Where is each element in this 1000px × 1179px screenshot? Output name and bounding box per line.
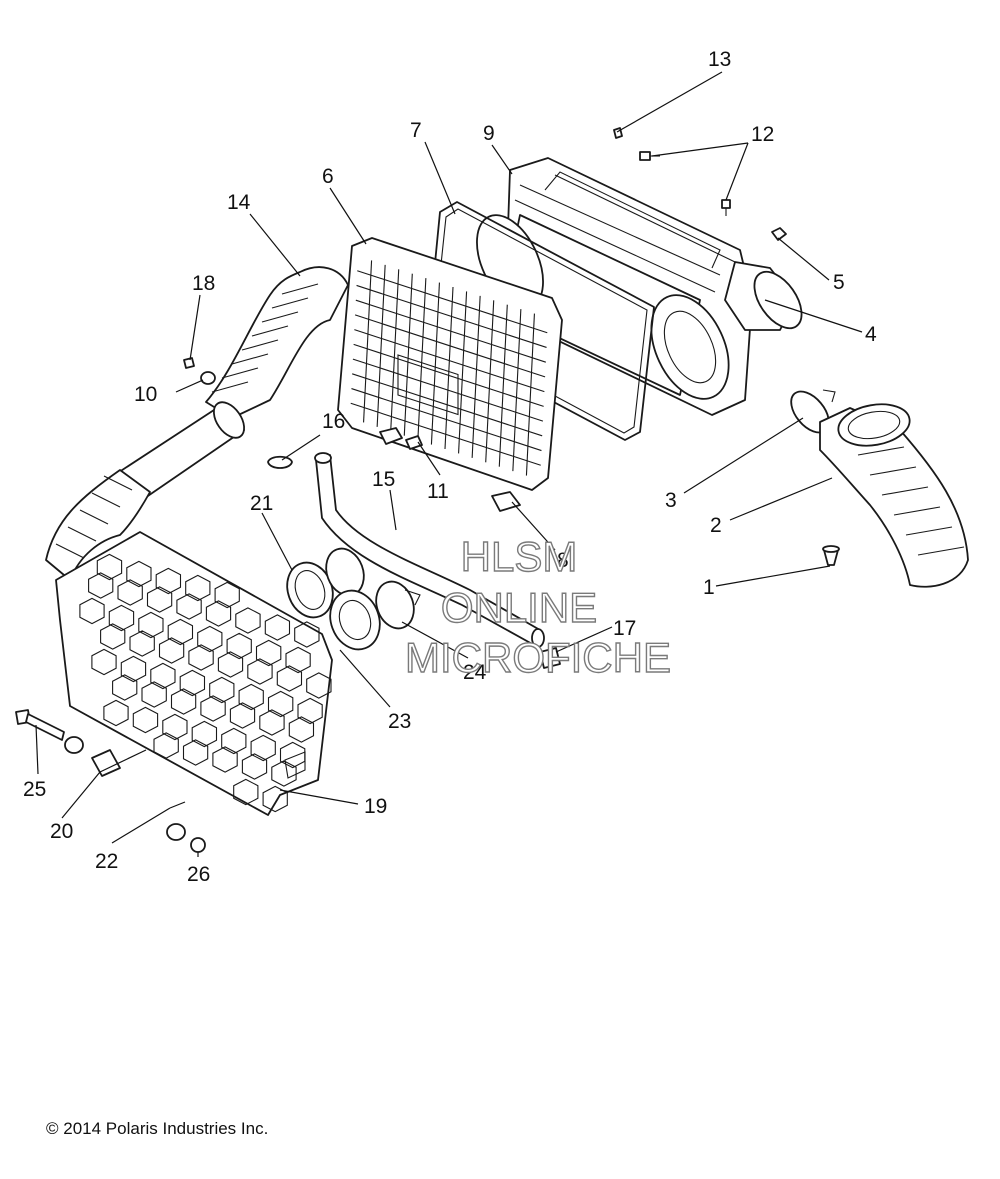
part-10-washer (200, 371, 216, 385)
callout-labels: 1 2 3 4 5 6 7 8 9 10 11 12 13 14 15 16 1… (23, 48, 877, 886)
part-5-screw (771, 227, 787, 241)
callout-13: 13 (708, 48, 731, 71)
part-25-bolt (15, 709, 65, 741)
part-15-breather-hose (314, 452, 545, 648)
callout-4: 4 (865, 323, 877, 346)
part-14-intake-tube (205, 266, 349, 419)
watermark-line1: HLSM (461, 533, 578, 580)
callout-7: 7 (410, 119, 422, 142)
callout-14: 14 (227, 191, 251, 214)
callout-25: 25 (23, 778, 46, 801)
callout-8: 8 (557, 549, 569, 572)
part-22-grommet (166, 823, 186, 841)
callout-11: 11 (427, 480, 449, 503)
callout-18: 18 (192, 272, 215, 295)
callout-5: 5 (833, 271, 845, 294)
part-11-clips (379, 427, 423, 450)
part-24-clamp (375, 580, 421, 630)
callout-23: 23 (388, 710, 411, 733)
part-26-nut (190, 837, 206, 853)
part-16-clamp (267, 455, 293, 469)
part-1-grommet (822, 545, 840, 566)
copyright-notice: © 2014 Polaris Industries Inc. (46, 1119, 269, 1138)
part-2-outlet-tube (819, 403, 969, 588)
callout-16: 16 (322, 410, 345, 433)
callout-17: 17 (613, 617, 636, 640)
callout-20: 20 (50, 820, 73, 843)
part-6-airbox-cover (337, 237, 563, 491)
callout-22: 22 (95, 850, 118, 873)
part-18-screw (183, 357, 195, 369)
callout-10: 10 (134, 383, 157, 406)
callout-26: 26 (187, 863, 210, 886)
part-12-bolts (639, 151, 731, 216)
intake-duct-lower (45, 401, 246, 581)
callout-24: 24 (463, 661, 487, 684)
callout-9: 9 (483, 122, 495, 145)
callout-2: 2 (710, 514, 722, 537)
part-19-lower-airbox (55, 531, 333, 816)
part-8-clip (491, 491, 521, 512)
callout-6: 6 (322, 165, 334, 188)
leader-lines (35, 71, 863, 857)
watermark-line2: ONLINE (441, 584, 597, 631)
callout-19: 19 (364, 795, 387, 818)
callout-15: 15 (372, 468, 395, 491)
part-20-spacers (64, 736, 121, 777)
callout-3: 3 (665, 489, 677, 512)
part-17-grommet (539, 647, 561, 669)
watermark: HLSM ONLINE MICROFICHE (404, 532, 671, 681)
callout-1: 1 (703, 576, 715, 599)
callout-21: 21 (250, 492, 273, 515)
callout-12: 12 (751, 123, 774, 146)
watermark-line3: MICROFICHE (405, 634, 671, 681)
